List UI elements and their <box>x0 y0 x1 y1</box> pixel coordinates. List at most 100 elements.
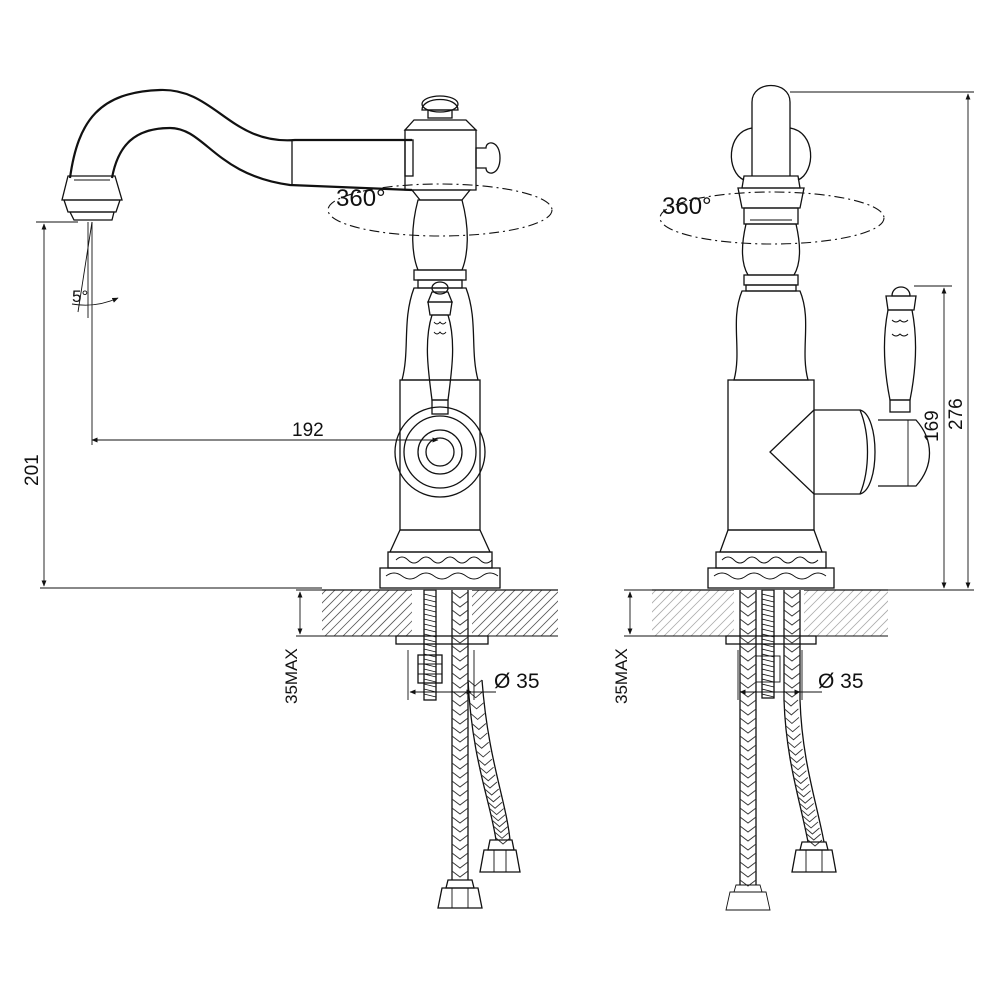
hatch-line <box>852 600 888 636</box>
hose-braid <box>451 681 469 689</box>
thread-line <box>423 678 437 683</box>
hose-braid <box>739 825 757 833</box>
hose-braid <box>739 699 757 707</box>
hose-braid <box>451 789 469 797</box>
hose-braid <box>739 618 757 626</box>
hatch-line <box>504 590 552 636</box>
hatch-line <box>834 590 882 636</box>
swivel-label-side: 360° <box>662 193 712 220</box>
thread-line <box>761 623 775 628</box>
hose-braid <box>451 861 469 869</box>
hose-braid <box>739 591 757 599</box>
dimension-handle-height: 169 <box>914 285 952 589</box>
hose-braid <box>495 837 511 845</box>
hose-braid <box>451 627 469 635</box>
hose-braid <box>783 672 801 680</box>
hose-braid <box>794 783 810 791</box>
hatch-line <box>652 590 657 595</box>
hatch-line <box>322 590 327 595</box>
hose-braid <box>784 717 800 725</box>
hose-braid <box>451 735 469 743</box>
hatch-line <box>898 590 944 636</box>
hose-braid <box>788 748 803 756</box>
thread-line <box>423 693 437 698</box>
hose-braid <box>739 645 757 653</box>
hose-braid <box>451 699 469 707</box>
hose-braid <box>783 645 801 653</box>
dimension-spout-height-label: 201 <box>22 454 43 486</box>
hatch-line <box>601 590 647 636</box>
hatch-line <box>843 591 888 636</box>
dimension-spout-angle-label: 5° <box>72 287 88 306</box>
thread-line <box>423 658 437 663</box>
hatch-line <box>798 590 846 636</box>
swivel-ellipse-side <box>659 191 885 245</box>
hatch-line <box>825 590 873 636</box>
hatch-line <box>907 590 953 636</box>
hose-braid <box>469 702 484 710</box>
hose-braid <box>477 758 493 766</box>
hatch-line <box>889 590 935 636</box>
hose-braid <box>739 771 757 779</box>
thread-line <box>761 593 775 598</box>
hatch-line <box>342 590 390 636</box>
thread-line <box>761 648 775 653</box>
hatch-line <box>652 590 693 631</box>
hose-braid <box>451 843 469 851</box>
thread-line <box>423 668 437 673</box>
hose-braid <box>739 816 757 824</box>
hose-braid <box>789 756 805 764</box>
hose-braid <box>783 654 801 662</box>
inlet-circle-front <box>394 406 486 498</box>
body-front <box>379 199 501 589</box>
thread-line <box>761 618 775 623</box>
hose-braid <box>783 627 801 635</box>
thread-line <box>423 593 437 598</box>
hatch-line <box>816 590 864 636</box>
hose-braid <box>489 808 504 816</box>
thread-line <box>761 628 775 633</box>
hose-braid <box>451 870 469 878</box>
hose-braid <box>484 788 499 796</box>
hatch-line <box>663 590 711 636</box>
hose-braid <box>471 723 487 731</box>
hatch-line <box>513 591 558 636</box>
thread-line <box>423 643 437 648</box>
hatch-line <box>807 590 855 636</box>
thread-line <box>423 663 437 668</box>
dimension-hole-front-label: Ø 35 <box>494 670 540 693</box>
thread-line <box>761 603 775 608</box>
hose-braid <box>451 807 469 815</box>
hose-braid <box>451 609 469 617</box>
hose-braid <box>739 879 757 887</box>
dimension-countertop-side-label: 35MAX <box>612 648 631 704</box>
hose-braid <box>739 852 757 860</box>
thread-line <box>761 653 775 658</box>
hatch-line <box>652 590 675 613</box>
body-side <box>707 223 835 589</box>
hatch-line <box>592 590 638 636</box>
hatch-line <box>652 590 684 622</box>
hose-braid <box>790 763 806 771</box>
hose-braid <box>739 717 757 725</box>
hatch-line <box>262 590 308 636</box>
swivel-label-front: 360° <box>336 185 386 212</box>
hatch-line <box>477 590 525 636</box>
hose-braid <box>739 780 757 788</box>
dimension-spout-reach-label: 192 <box>292 420 324 441</box>
hatch-line <box>322 590 354 622</box>
hose-braid <box>739 753 757 761</box>
hose-braid <box>796 790 811 798</box>
hose-braid <box>739 663 757 671</box>
hatch-line <box>486 590 534 636</box>
hose-braid <box>739 807 757 815</box>
hatch-line <box>879 627 888 636</box>
hose-braid <box>783 600 801 608</box>
mounting-side <box>725 589 837 911</box>
thread-line <box>423 648 437 653</box>
swivel-ellipse-front <box>327 183 553 237</box>
hose-braid <box>474 741 489 749</box>
thread-line <box>761 613 775 618</box>
dimension-hole-side: Ø 35 <box>737 650 864 700</box>
